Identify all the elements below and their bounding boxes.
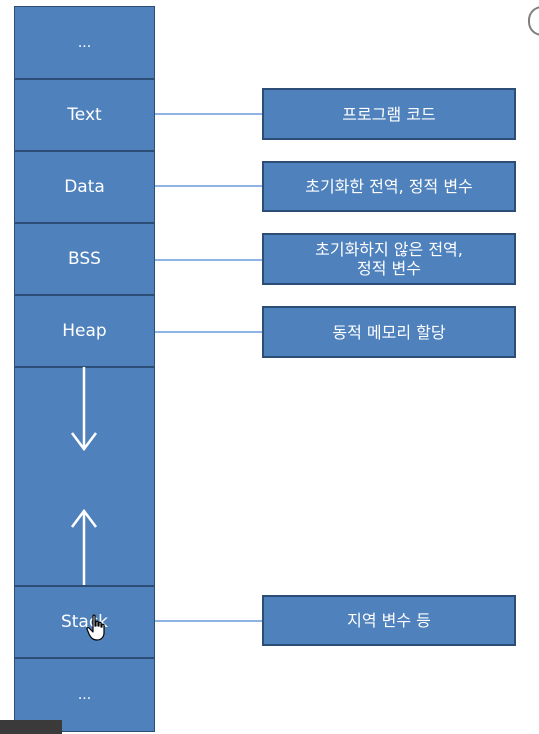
- desc-uninitialized-globals: 초기화하지 않은 전역, 정적 변수: [262, 233, 516, 285]
- segment-top-ellipsis: ...: [14, 6, 155, 79]
- corner-overlay: [0, 720, 62, 734]
- connector-data: [155, 185, 262, 187]
- stack-grow-up-arrow-icon: [71, 508, 97, 585]
- segment-stack: Stack: [14, 586, 155, 658]
- desc-dynamic-allocation: 동적 메모리 할당: [262, 306, 516, 358]
- connector-heap: [155, 331, 262, 333]
- segment-bss: BSS: [14, 223, 155, 295]
- partial-glyph: [528, 6, 539, 36]
- heap-grow-down-arrow-icon: [71, 367, 97, 452]
- hand-cursor-icon: [86, 614, 105, 641]
- segment-heap: Heap: [14, 295, 155, 367]
- connector-bss: [155, 259, 262, 261]
- connector-stack: [155, 620, 262, 622]
- desc-local-variables: 지역 변수 등: [262, 595, 516, 646]
- segment-bottom-ellipsis: ...: [14, 658, 155, 732]
- desc-initialized-globals: 초기화한 전역, 정적 변수: [262, 161, 516, 212]
- connector-text: [155, 113, 262, 115]
- desc-program-code: 프로그램 코드: [262, 88, 516, 140]
- segment-data: Data: [14, 151, 155, 223]
- segment-text: Text: [14, 79, 155, 151]
